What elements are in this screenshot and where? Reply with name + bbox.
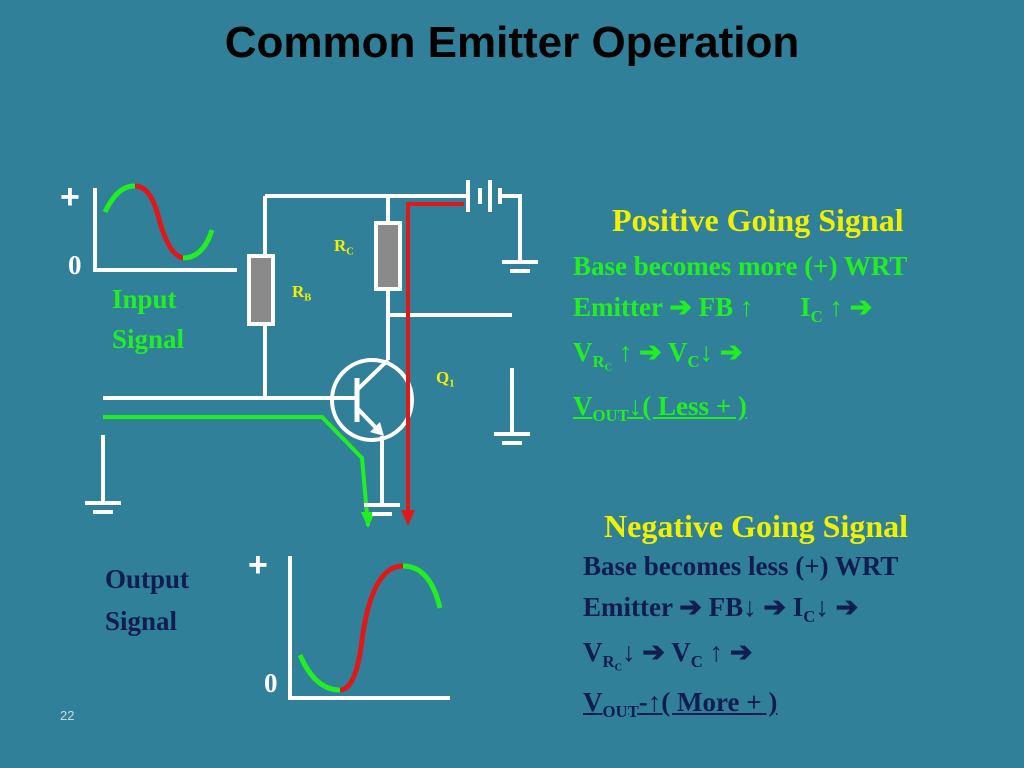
negative-line-2-a: Emitter ➔ FB↓ ➔ I: [583, 592, 804, 622]
collector-current-arrowhead: [401, 510, 415, 526]
input-graph-axes: [93, 188, 237, 272]
input-zero-label: 0: [68, 250, 82, 280]
slide-title: Common Emitter Operation: [224, 18, 800, 67]
positive-line-2-ic: IC: [800, 292, 823, 326]
negative-vout-sub: OUT: [602, 701, 639, 721]
negative-vc-sub: C: [690, 651, 703, 671]
negative-line-3-b: ↓ ➔ V: [622, 637, 691, 667]
positive-vrc-sub-c: C: [604, 362, 613, 374]
negative-vrc-sub: RC: [602, 651, 623, 674]
rb-label: RB: [292, 282, 311, 304]
input-signal-label-line1: Input: [112, 284, 177, 314]
transistor-q1-circle: [330, 358, 414, 442]
positive-vout-main: V: [573, 391, 593, 421]
positive-line-3-c: ↓ ➔: [699, 337, 743, 367]
negative-signal-heading: Negative Going Signal: [604, 508, 909, 544]
positive-vrc-main: V: [573, 337, 593, 367]
input-wave-green-end: [182, 229, 215, 261]
positive-line-2-a: Emitter ➔ FB ↑: [573, 292, 754, 322]
positive-line-3: VRC ↑ ➔ VC↓ ➔: [573, 334, 742, 386]
input-signal-label-line2: Signal: [112, 324, 185, 354]
positive-line-4-b: ↓( Less + ): [628, 391, 747, 421]
output-wave-green-end: [402, 563, 443, 609]
output-wave-red: [339, 563, 404, 693]
output-zero-label: 0: [264, 668, 278, 698]
q1-label: Q1: [436, 368, 455, 390]
negative-line-2: Emitter ➔ FB↓ ➔ IC↓ ➔: [583, 589, 858, 635]
page-number: 22: [60, 708, 75, 723]
negative-line-1: Base becomes less (+) WRT: [583, 551, 899, 581]
negative-vrc-main: V: [583, 637, 603, 667]
battery-ground-wire: [500, 194, 522, 262]
input-wave-red: [134, 183, 184, 261]
negative-line-4-b: -↑( More + ): [638, 687, 778, 717]
positive-vrc-sub: RC: [592, 351, 613, 374]
positive-line-1: Base becomes more (+) WRT: [573, 251, 908, 281]
positive-ic-main: I: [800, 292, 811, 322]
negative-ic-sub: C: [803, 606, 816, 626]
output-wave-green-start: [297, 653, 341, 693]
input-current-green-path: [103, 415, 370, 527]
negative-vrc-sub-r: R: [602, 651, 615, 671]
output-signal-label-line1: Output: [105, 564, 190, 594]
q1-label-sub: 1: [449, 378, 455, 390]
positive-vc-sub: C: [687, 351, 700, 371]
positive-line-4: VOUT↓( Less + ): [573, 388, 747, 434]
collector-current-red-path: [406, 202, 464, 515]
rc-label-sub: C: [346, 246, 354, 258]
negative-line-3: VRC↓ ➔ VC ↑ ➔: [583, 634, 752, 686]
negative-vout-main: V: [583, 687, 603, 717]
output-signal-label-line2: Signal: [105, 606, 178, 636]
positive-signal-heading: Positive Going Signal: [612, 202, 904, 238]
q1-label-main: Q: [436, 368, 450, 387]
negative-line-4: VOUT-↑( More + ): [583, 684, 777, 730]
negative-line-3-c: ↑ ➔: [702, 637, 753, 667]
input-current-arrowhead: [361, 512, 375, 528]
resistor-rb: [247, 254, 275, 326]
positive-vout-sub: OUT: [592, 405, 629, 425]
output-plus-label: +: [248, 546, 268, 584]
positive-line-2: Emitter ➔ FB ↑ IC ↑ ➔: [573, 289, 872, 335]
positive-vrc-sub-r: R: [592, 351, 605, 371]
positive-ic-sub: C: [810, 306, 823, 326]
input-plus-label: +: [60, 178, 80, 216]
resistor-rc: [374, 221, 402, 291]
rc-label-main: R: [334, 236, 347, 255]
rc-label: RC: [334, 236, 354, 258]
rb-label-sub: B: [304, 292, 312, 304]
positive-line-3-b: ↑ ➔ V: [612, 337, 688, 367]
negative-line-2-b: ↓ ➔: [815, 592, 859, 622]
positive-line-2-c: ↑ ➔: [829, 292, 873, 322]
negative-vrc-sub-c: C: [614, 662, 623, 674]
rb-label-main: R: [292, 282, 305, 301]
transistor-collector: [355, 358, 390, 392]
output-graph-axes: [288, 556, 450, 700]
transistor-emitter-arrow: [370, 422, 384, 436]
input-wave-green-start: [102, 183, 136, 214]
